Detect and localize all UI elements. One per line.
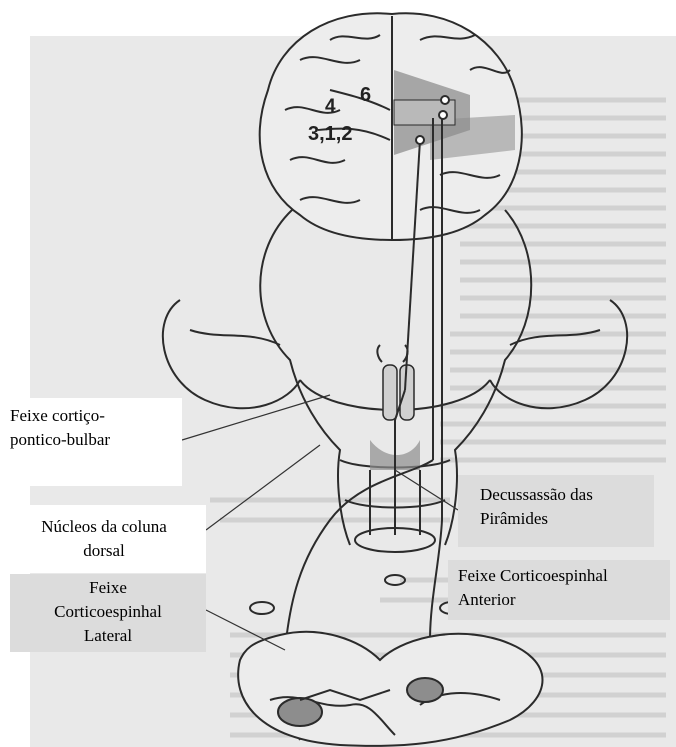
label-line: Feixe cortiço- [10,404,182,428]
label-line: Feixe Corticoespinhal [458,564,670,588]
label-anterior-corticospinal-tract: Feixe Corticoespinhal Anterior [448,560,670,620]
label-line: Corticoespinhal [10,600,206,624]
label-line: pontico-bulbar [10,428,182,452]
label-line: Feixe [10,576,206,600]
label-line: Decussassão das [480,483,654,507]
area-4-label: 4 [325,96,336,118]
label-line: Pirâmides [480,507,654,531]
area-312-label: 3,1,2 [308,123,352,146]
area-6-label: 6 [360,84,371,107]
label-line: Anterior [458,588,670,612]
label-lateral-corticospinal-tract: Feixe Corticoespinhal Lateral [10,574,206,652]
label-line: dorsal [2,539,206,563]
label-pyramidal-decussation: Decussassão das Pirâmides [458,475,654,547]
label-dorsal-column-nuclei: Núcleos da coluna dorsal [2,505,206,573]
label-line: Lateral [10,624,206,648]
label-corticopontobulbar-tract: Feixe cortiço- pontico-bulbar [2,398,182,486]
label-line: Núcleos da coluna [2,515,206,539]
